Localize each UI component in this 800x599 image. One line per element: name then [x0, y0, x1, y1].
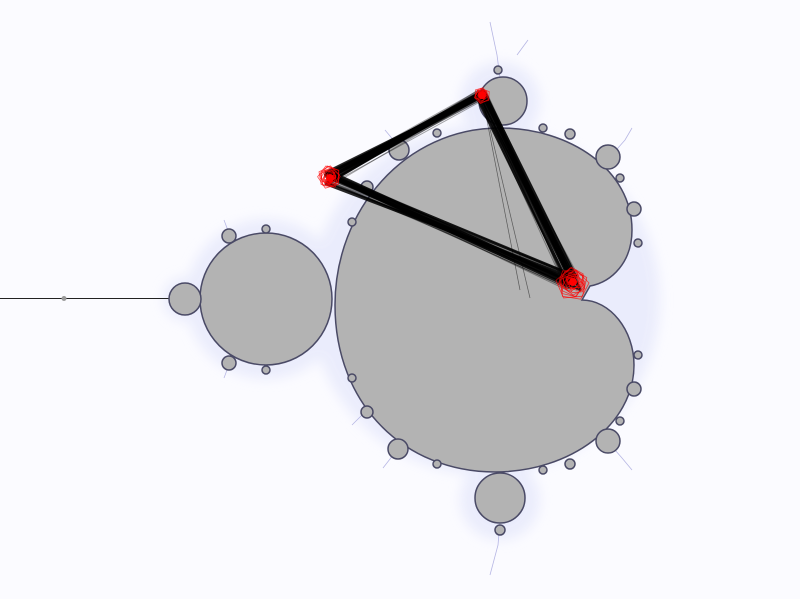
orbit-point-c: [555, 266, 590, 300]
orbit-cycle: [326, 98, 574, 279]
orbit-points: [317, 87, 590, 300]
orbit-cycle: [334, 99, 574, 286]
orbit-cycle: [325, 91, 571, 275]
orbit-cycle: [323, 94, 569, 286]
antenna-minibrot: [61, 296, 67, 301]
orbit-cycle: [329, 93, 577, 277]
orbit-cycle: [328, 92, 573, 288]
orbit-cycle: [324, 89, 573, 284]
orbit-cycle: [326, 93, 578, 277]
orbit-cycle: [326, 95, 567, 289]
orbit-cycle: [324, 90, 577, 285]
orbit-cycle: [323, 92, 577, 286]
orbit-stray-line: [481, 94, 531, 299]
orbit-cycle: [330, 98, 568, 288]
bulb-left: [168, 282, 202, 316]
orbit-point-b: [317, 165, 341, 189]
bulb-bottom: [474, 472, 526, 524]
orbit-cycle: [333, 92, 574, 285]
orbit-cycle: [328, 90, 572, 276]
orbit-cycle: [335, 90, 576, 281]
orbit-overlay: [317, 87, 590, 300]
orbit-cycle: [331, 93, 570, 290]
orbit-point-a: [473, 87, 490, 105]
orbit-cycle: [332, 93, 568, 279]
orbit-cycle: [329, 91, 572, 283]
orbit-cycle: [333, 97, 581, 289]
orbit-stray-line: [329, 177, 561, 281]
orbit-cycle: [326, 98, 569, 276]
orbit-cycle: [331, 98, 581, 286]
orbit-cycle: [327, 91, 580, 284]
orbit-path: [323, 89, 582, 299]
orbit-cycle: [330, 95, 571, 281]
period-2-bulb: [199, 232, 333, 366]
orbit-cycle: [328, 97, 571, 290]
orbit-cycle: [332, 92, 569, 275]
orbit-cycle: [330, 93, 567, 291]
orbit-cycle: [329, 97, 580, 287]
orbit-cycle: [329, 89, 579, 277]
orbit-cycle: [330, 98, 576, 288]
orbit-stray-line: [481, 94, 521, 291]
orbit-cycle: [328, 90, 574, 282]
orbit-cycle: [326, 90, 567, 281]
